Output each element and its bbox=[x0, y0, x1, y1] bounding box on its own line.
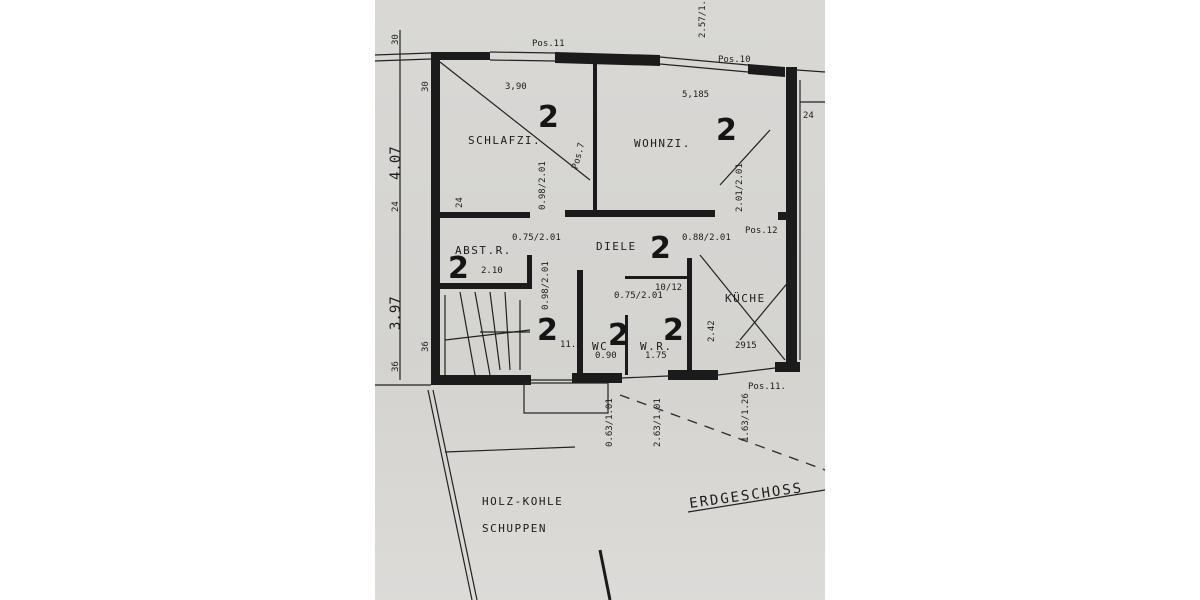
position-label: Pos.10 bbox=[718, 55, 751, 65]
wall-thickness-label: 30 bbox=[421, 81, 431, 92]
wall-thickness-label: 36 bbox=[421, 341, 431, 352]
wall-thickness-label: 24 bbox=[803, 111, 814, 121]
room-marker: 2 bbox=[650, 231, 671, 266]
room-marker: 2 bbox=[537, 313, 558, 348]
dimension-label: 2915 bbox=[735, 341, 757, 351]
opening-dimension: 0.98/2.01 bbox=[541, 261, 551, 310]
dimension-label: 3.97 bbox=[388, 296, 404, 330]
position-label: Pos.12 bbox=[745, 226, 778, 236]
dimension-label: 0.90 bbox=[595, 351, 617, 361]
wall-thickness-label: 24 bbox=[455, 197, 465, 208]
position-label: Pos.11 bbox=[532, 39, 565, 49]
wall-thickness-label: 11.5 bbox=[560, 340, 582, 350]
opening-dimension: 2.42 bbox=[707, 320, 717, 342]
room-marker: 2 bbox=[663, 313, 684, 348]
room-label-schlafzimmer: SCHLAFZI. bbox=[468, 134, 541, 147]
opening-dimension: 2.01/2.01 bbox=[735, 163, 745, 212]
room-label-wc: WC bbox=[592, 340, 608, 353]
dimension-label: 5,185 bbox=[682, 90, 709, 100]
room-marker: 2 bbox=[538, 100, 559, 135]
opening-dimension: 0.63/1.01 bbox=[605, 398, 615, 447]
dimension-label: 3,90 bbox=[505, 82, 527, 92]
interior-walls bbox=[432, 62, 788, 380]
opening-dimension: 0.75/2.01 bbox=[614, 291, 663, 301]
room-marker: 2 bbox=[716, 113, 737, 148]
dimension-label: 1.75 bbox=[645, 351, 667, 361]
floor-plan-photo bbox=[375, 0, 825, 600]
opening-dimension: 0.75/2.01 bbox=[512, 233, 561, 243]
room-marker: 2 bbox=[448, 251, 469, 286]
opening-dimension: 0.98/2.01 bbox=[538, 161, 548, 210]
room-label-diele: DIELE bbox=[596, 240, 637, 253]
room-label-abstellraum: ABST.R. bbox=[455, 244, 512, 257]
outer-walls bbox=[431, 52, 800, 385]
shed-label-line2: SCHUPPEN bbox=[482, 522, 547, 535]
room-label-wohnzimmer: WOHNZI. bbox=[634, 137, 691, 150]
position-label: Pos.7 bbox=[571, 142, 588, 171]
staircase bbox=[444, 291, 531, 376]
opening-dimension: 10/12 bbox=[655, 283, 682, 293]
room-marker: 2 bbox=[608, 318, 629, 353]
opening-dimension: 0.88/2.01 bbox=[682, 233, 731, 243]
dimension-label: 2.10 bbox=[481, 266, 503, 276]
dimension-label: 24 bbox=[391, 201, 401, 212]
shed-label-line1: HOLZ-KOHLE bbox=[482, 495, 563, 508]
opening-dimension: 2.63/1.01 bbox=[653, 398, 663, 447]
dimension-label: 36 bbox=[391, 361, 401, 372]
annotation-lines bbox=[427, 61, 826, 600]
room-label-kueche: KÜCHE bbox=[725, 292, 766, 305]
dimension-label: 30 bbox=[391, 34, 401, 45]
position-label: Pos.11. bbox=[748, 382, 786, 392]
opening-dimension: 1.63/1.26 bbox=[741, 393, 751, 442]
opening-dimension: 2.57/1.63 bbox=[698, 0, 708, 38]
floor-title: ERDGESCHOSS bbox=[688, 480, 804, 512]
window-lines bbox=[374, 51, 826, 386]
room-label-waschraum: W.R. bbox=[640, 340, 673, 353]
left-dimensions: 30 4.07 24 3.97 36 bbox=[388, 30, 404, 380]
dimension-label: 4.07 bbox=[388, 146, 404, 180]
